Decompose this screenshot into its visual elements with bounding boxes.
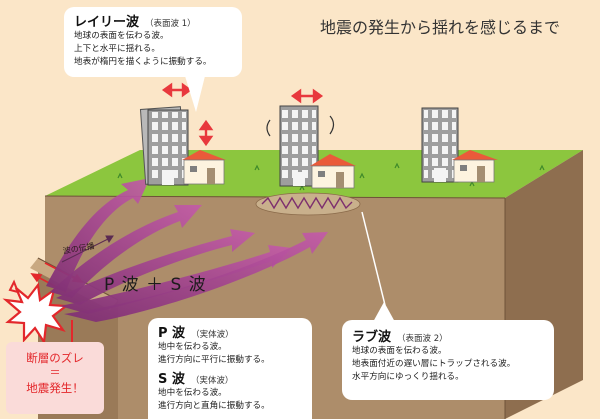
shake-arrows xyxy=(161,82,324,147)
propagation-arrow xyxy=(61,235,114,263)
fault-line-1: 断層のズレ xyxy=(26,351,84,365)
love-wave-zigzag xyxy=(261,196,353,210)
love-subtitle: （表面波 2） xyxy=(397,334,448,344)
house-left xyxy=(182,150,226,185)
p-wave-subtitle: （実体波） xyxy=(191,330,234,340)
fault-line-2: ＝ xyxy=(49,366,61,379)
love-line: 地表面付近の遅い層にトラップされる波。 xyxy=(352,359,516,369)
ps-callout: P 波 （実体波） 地中を伝わる波。 進行方向に平行に振動する。 S 波 （実体波）… xyxy=(148,318,312,419)
rayleigh-line: 地球の表面を伝わる波。 xyxy=(74,31,169,41)
s-wave-title: S 波 xyxy=(158,372,185,387)
love-pointer xyxy=(373,302,395,322)
rayleigh-pointer xyxy=(185,76,205,112)
rayleigh-subtitle: （表面波 1） xyxy=(145,19,196,29)
house-right xyxy=(452,150,498,183)
s-wave-line: 地中を伝わる波。 xyxy=(158,388,227,398)
rayleigh-line: 上下と水平に揺れる。 xyxy=(74,44,160,54)
building-right xyxy=(421,107,459,183)
love-title-row: ラブ波 （表面波 2） xyxy=(352,326,544,345)
love-line: 地球の表面を伝わる波。 xyxy=(352,346,447,356)
building-left xyxy=(139,106,189,186)
ps-wave-label: P 波 ＋ S 波 xyxy=(104,275,207,295)
seismic-wave-arrows xyxy=(46,178,328,322)
love-callout: ラブ波 （表面波 2） 地球の表面を伝わる波。 地表面付近の遅い層にトラップされる… xyxy=(342,320,554,400)
p-wave-title: P 波 xyxy=(158,326,186,341)
p-wave-line: 進行方向に平行に振動する。 xyxy=(158,355,270,365)
s-wave-line: 進行方向と直角に振動する。 xyxy=(158,401,270,411)
rayleigh-title-row: レイリー波 （表面波 1） xyxy=(74,11,232,30)
fault-line-3: 地震発生！ xyxy=(26,381,84,395)
p-wave-title-row: P 波 （実体波） xyxy=(158,322,302,341)
rayleigh-title: レイリー波 xyxy=(74,15,140,30)
house-middle xyxy=(310,154,356,189)
love-line: 水平方向にゆっくり揺れる。 xyxy=(352,372,464,382)
s-wave-title-row: S 波 （実体波） xyxy=(158,368,302,387)
rayleigh-line: 地表が楕円を描くように振動する。 xyxy=(74,57,212,67)
page-title: 地震の発生から揺れを感じるまで xyxy=(320,18,561,37)
rayleigh-callout: レイリー波 （表面波 1） 地球の表面を伝わる波。 上下と水平に揺れる。 地表が楕… xyxy=(64,7,242,77)
fault-callout: 断層のズレ ＝ 地震発生！ xyxy=(6,342,104,414)
p-wave-line: 地中を伝わる波。 xyxy=(158,342,227,352)
love-title: ラブ波 xyxy=(352,330,392,345)
s-wave-subtitle: （実体波） xyxy=(190,376,234,386)
